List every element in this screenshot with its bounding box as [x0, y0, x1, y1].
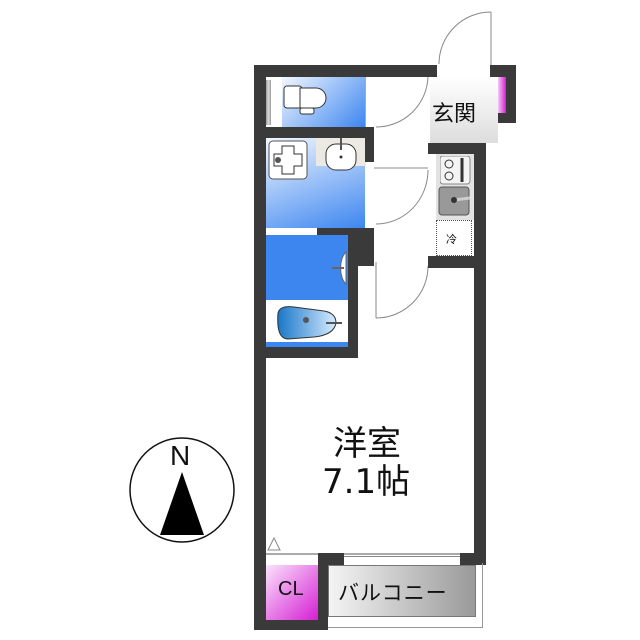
- balcony-outline: [328, 563, 483, 628]
- shower-icon: [332, 250, 347, 286]
- entrance-door-swing-icon: [438, 11, 492, 75]
- entrance-area: [430, 77, 498, 143]
- wall-toilet-right: [365, 77, 375, 127]
- toilet-door-swing-icon: [375, 77, 429, 128]
- wall-closet-right: [318, 553, 328, 630]
- wall-entrance-step: [428, 143, 474, 154]
- western-room-name: 洋室: [333, 424, 401, 464]
- western-room-size: 7.1帖: [322, 462, 411, 502]
- closet-door-marker-icon: [267, 536, 281, 551]
- stove-icon: [440, 156, 471, 185]
- kitchen-sink-icon: [438, 186, 471, 216]
- wall-window-left: [328, 553, 344, 565]
- balcony-label: バルコニー: [338, 581, 448, 605]
- north-arrow-icon: [129, 437, 235, 543]
- wash-basin-icon: [316, 138, 366, 171]
- fridge-space: [436, 220, 472, 256]
- shoe-cabinet: [498, 77, 506, 113]
- washing-machine-icon: [268, 140, 308, 180]
- wall-entrance-right: [506, 65, 516, 123]
- fridge-label: 冷: [446, 233, 457, 246]
- bathtub-icon: [277, 306, 342, 340]
- wall-toilet-bottom: [254, 127, 374, 138]
- wall-bath-top: [317, 228, 374, 239]
- wall-entrance-bottom: [480, 113, 516, 123]
- wall-window-right: [460, 553, 486, 565]
- wall-washroom-right: [365, 138, 374, 162]
- entrance-label: 玄関: [432, 102, 477, 127]
- closet-label: CL: [278, 578, 304, 600]
- wall-hall-divider: [358, 228, 374, 266]
- toilet-icon: [283, 85, 327, 115]
- washroom-door-swing-icon: [374, 167, 429, 225]
- room-door-swing-icon: [375, 262, 429, 319]
- balcony: [328, 565, 476, 617]
- toilet-window: [266, 80, 271, 125]
- closet: [266, 565, 318, 620]
- wall-bath-bottom: [254, 347, 358, 358]
- wall-bottom: [254, 620, 328, 630]
- room-bottom-line: [266, 553, 474, 555]
- bath-floor-edge: [266, 342, 348, 347]
- wall-kitchen-bottom: [428, 256, 486, 268]
- wall-bath-right: [348, 228, 358, 358]
- compass: N: [128, 436, 236, 544]
- wall-right: [474, 113, 486, 563]
- wall-top: [254, 65, 437, 77]
- compass-north-label: N: [170, 440, 191, 471]
